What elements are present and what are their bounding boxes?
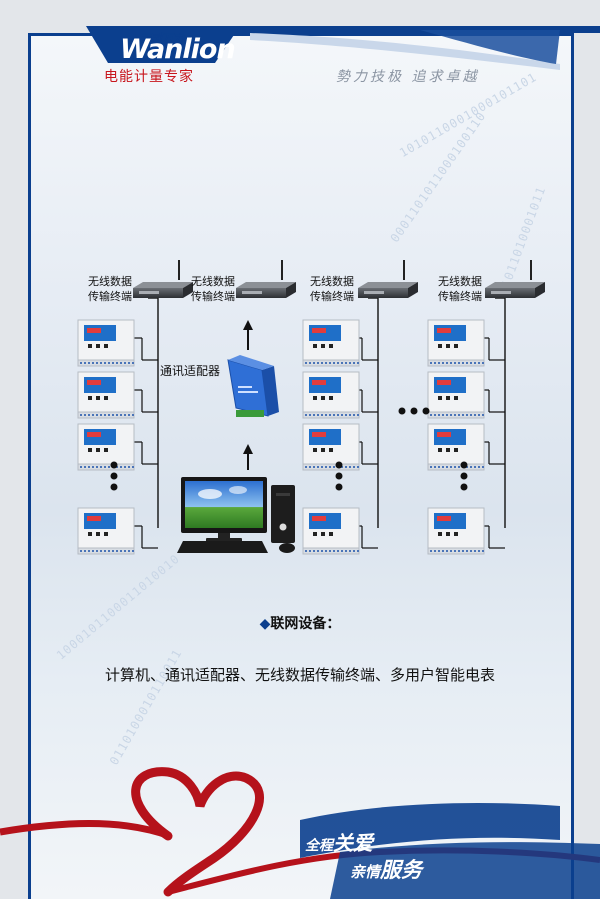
smart-meter	[77, 507, 135, 555]
smart-meter	[77, 371, 135, 419]
brand-tagline: 电能计量专家	[104, 69, 194, 85]
smart-meter	[302, 371, 360, 419]
footer-line-1: 全程关爱	[305, 831, 373, 855]
more-devices-ellipsis	[398, 407, 430, 415]
vertical-ellipsis-icon	[110, 461, 118, 491]
smart-meters	[77, 319, 485, 555]
smart-meter	[77, 423, 135, 471]
brand-name-cn: 天威万力	[140, 32, 184, 45]
smart-meter	[302, 423, 360, 471]
header-swoosh	[250, 33, 560, 70]
heart-ribbon	[0, 767, 600, 899]
terminal-label: 无线数据 传输终端	[438, 275, 482, 303]
smart-meter	[427, 319, 485, 367]
terminal-label: 无线数据 传输终端	[88, 275, 132, 303]
wireless-terminal	[133, 260, 193, 298]
wireless-terminal	[358, 260, 418, 298]
network-diagram	[77, 260, 545, 555]
diamond-bullet-icon: ◆	[259, 616, 271, 632]
logo-plate	[86, 26, 240, 63]
monitor-screen	[185, 481, 263, 528]
header-band	[86, 26, 600, 70]
footer-band	[300, 802, 560, 858]
computer-tower	[271, 485, 295, 543]
desktop-computer	[177, 477, 295, 553]
slogan: 勢力技极 追求卓越	[336, 69, 480, 85]
brand-logo-text: Wanlion	[120, 34, 236, 65]
smart-meter	[427, 371, 485, 419]
arrow-up-icon	[243, 320, 253, 350]
smart-meter	[427, 423, 485, 471]
footer-line-2: 亲情服务	[350, 858, 423, 882]
adapter-terminal-block	[236, 410, 264, 417]
wireless-terminals	[133, 260, 545, 298]
smart-meter	[77, 319, 135, 367]
smart-meter	[427, 507, 485, 555]
arrow-up-icon	[243, 444, 253, 470]
device-list: 计算机、通讯适配器、无线数据传输终端、多用户智能电表	[104, 666, 495, 684]
vertical-ellipsis-icon	[335, 461, 343, 491]
header-swoosh-dark	[420, 30, 560, 64]
vertical-ellipsis-icon	[460, 461, 468, 491]
wireless-terminal	[485, 260, 545, 298]
communication-adapter	[227, 355, 279, 417]
keyboard	[177, 541, 268, 553]
terminal-label: 无线数据 传输终端	[191, 275, 235, 303]
mouse	[279, 543, 295, 553]
section-heading: ◆联网设备：	[259, 616, 341, 632]
smart-meter	[302, 507, 360, 555]
terminal-label: 无线数据 传输终端	[310, 275, 354, 303]
smart-meter	[302, 319, 360, 367]
wireless-terminal	[236, 260, 296, 298]
adapter-label: 通讯适配器	[160, 364, 221, 378]
wiring	[134, 297, 506, 549]
